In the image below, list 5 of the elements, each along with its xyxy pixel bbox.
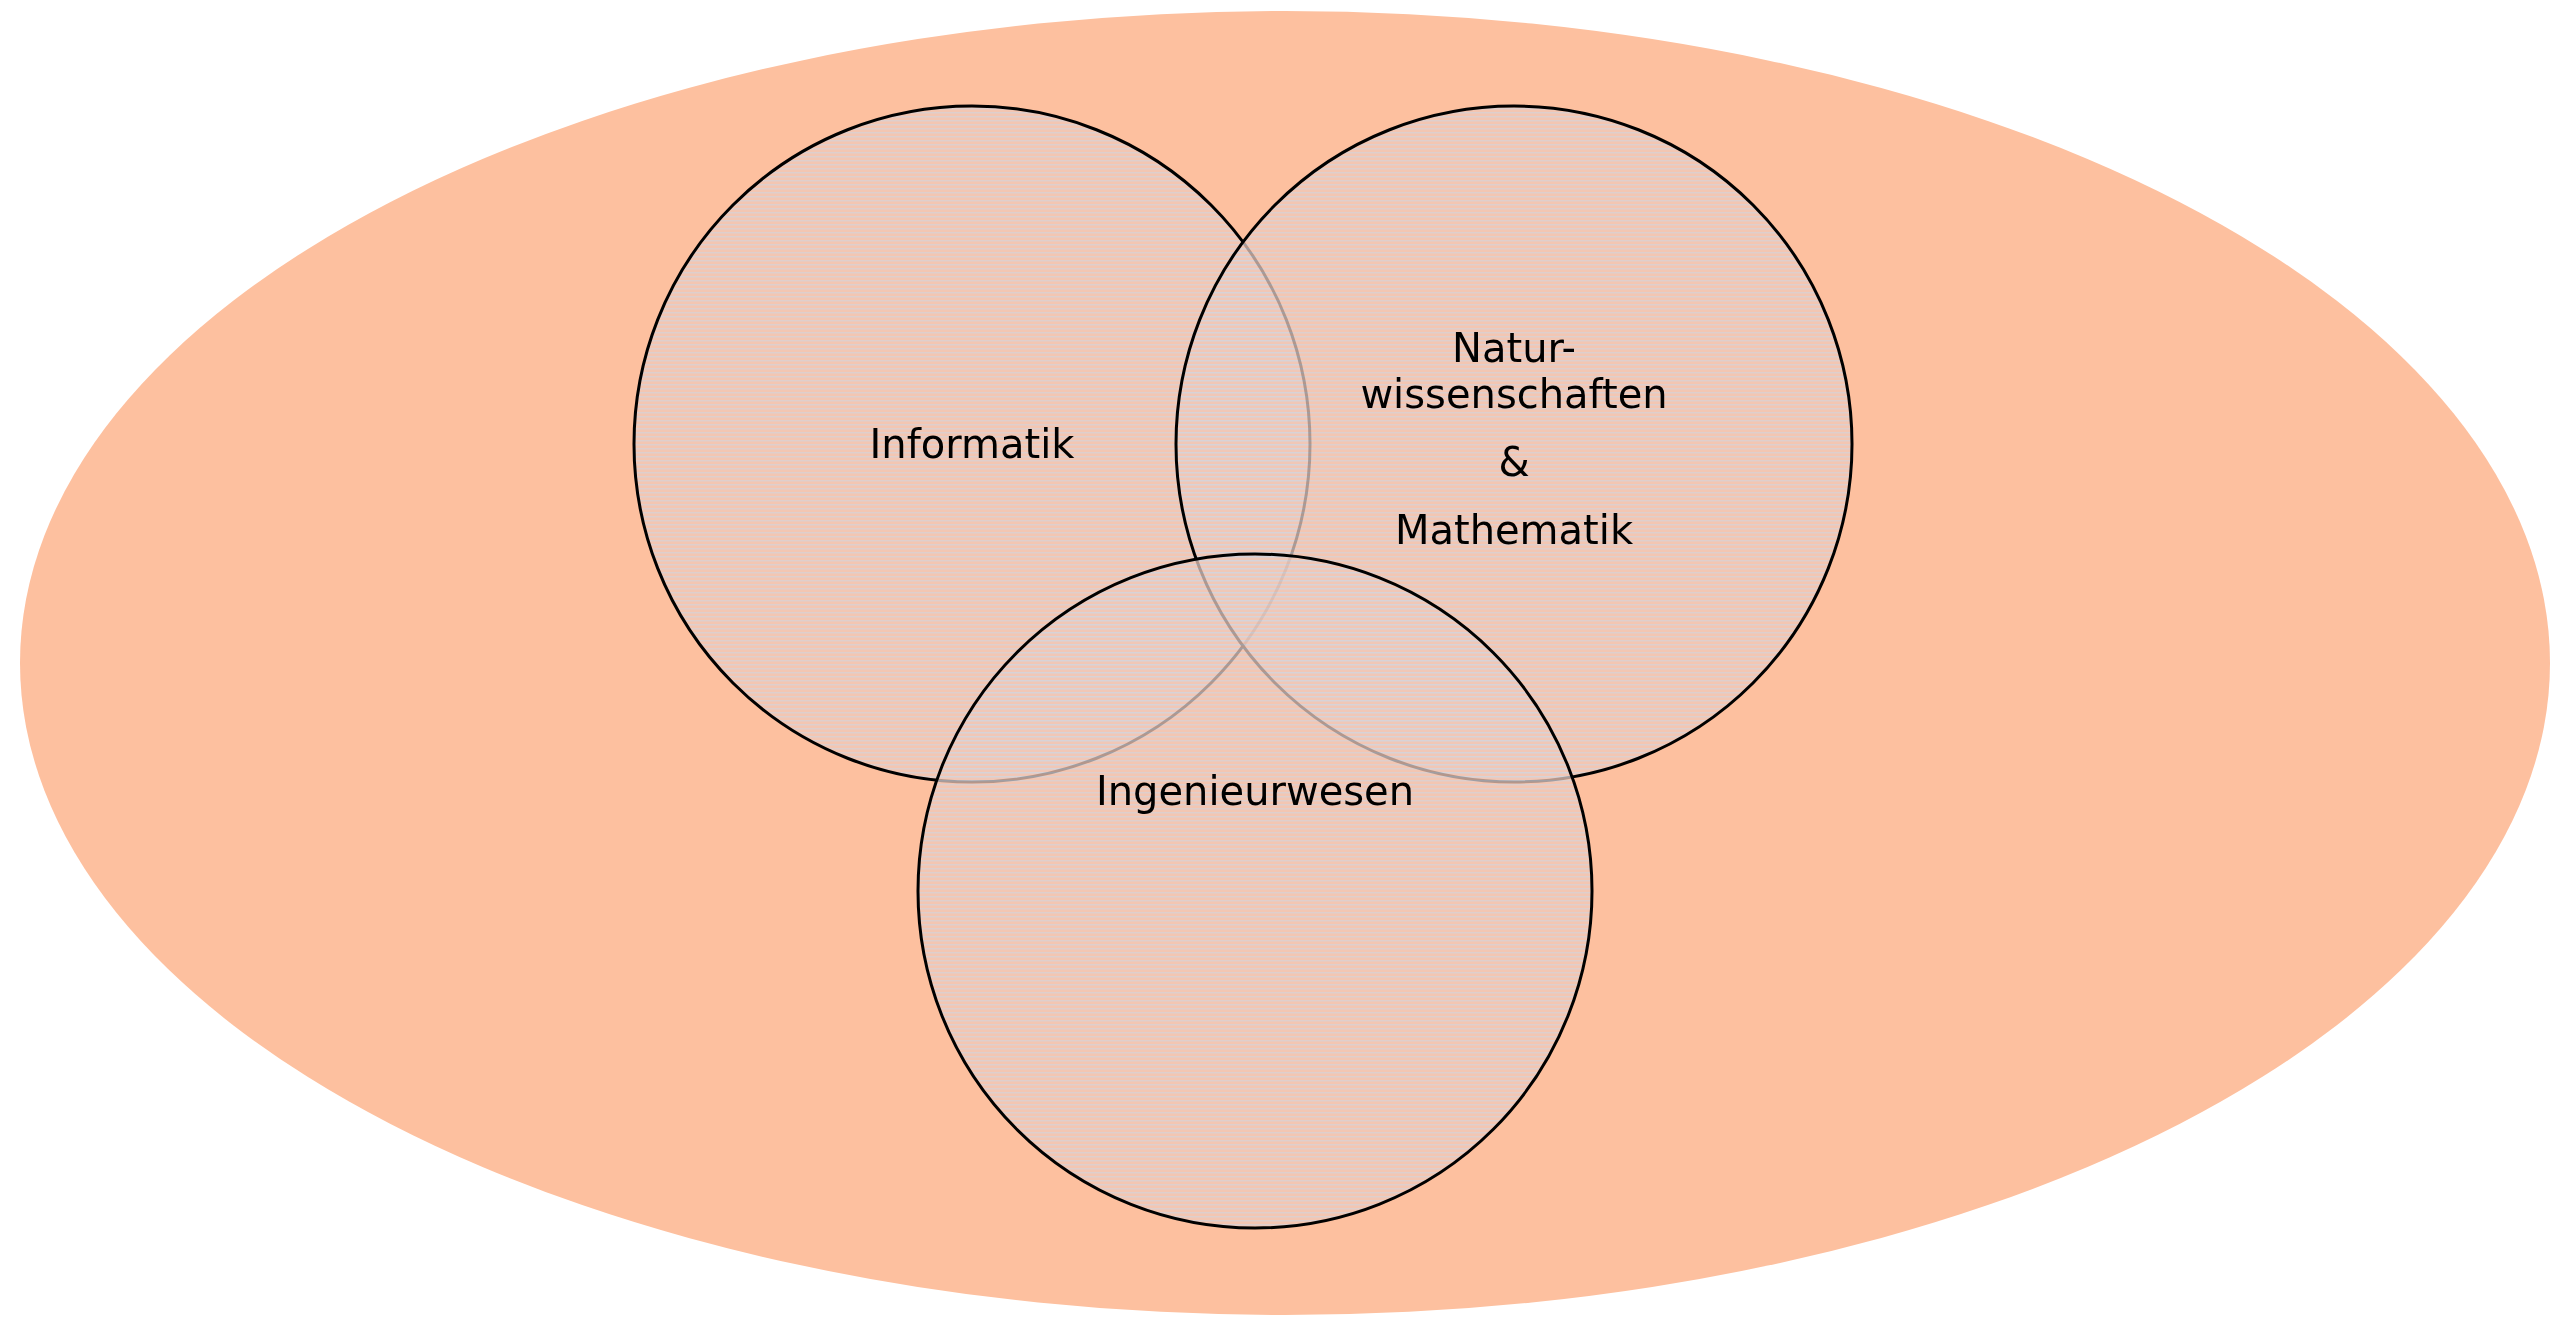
circle-label: Natur- wissenschaften (1360, 325, 1668, 417)
circle-label: Ingenieurwesen (1095, 768, 1415, 814)
circle-label: Informatik (869, 421, 1075, 467)
circle-label: & (1498, 439, 1530, 485)
circle-label: Mathematik (1394, 507, 1634, 553)
